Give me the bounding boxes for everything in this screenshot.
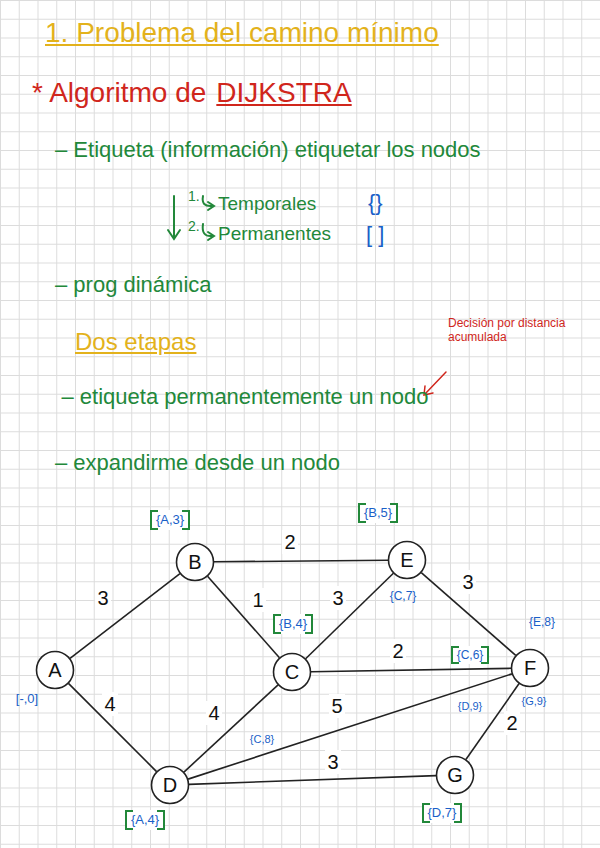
step-text: Permanentes (218, 223, 331, 246)
graph-edge (466, 684, 519, 760)
graph-node: D (150, 765, 190, 805)
edge-weight: 3 (325, 750, 340, 774)
graph-edge (70, 574, 180, 659)
node-letter: E (387, 540, 427, 580)
page-title: 1. Problema del camino mínimo (45, 16, 439, 50)
subheading: Dos etapas (75, 328, 196, 357)
graph-node: B (175, 542, 215, 582)
temporary-label: {G,9} (521, 695, 546, 708)
down-arrow (173, 196, 175, 238)
graph-node: C (272, 652, 312, 692)
graph-node: G (435, 755, 475, 795)
permanent-label: {C,6} (451, 646, 490, 664)
edge-weight: 4 (206, 701, 221, 725)
arrow-head (208, 202, 214, 210)
bracket-symbol: [ ] (366, 222, 384, 248)
graph-edge (184, 685, 278, 772)
graph-node: E (387, 540, 427, 580)
step-number: 1. (188, 188, 200, 205)
node-letter: B (175, 542, 215, 582)
graph-edge (306, 573, 394, 658)
temporary-label: {E,8} (529, 615, 555, 629)
edge-weight: 3 (95, 586, 110, 610)
heading-keyword: DIJKSTRA (216, 76, 351, 110)
note-line: – expandirme desde un nodo (55, 450, 340, 476)
node-letter: C (272, 652, 312, 692)
permanent-label: {B,4} (273, 614, 313, 634)
temporary-label: {C,8} (250, 733, 274, 746)
note-line: – prog dinámica (55, 272, 212, 298)
node-letter: D (150, 765, 190, 805)
edge-weight: 3 (330, 586, 345, 610)
note-line: – etiqueta permanentemente un nodo (55, 384, 435, 410)
graph-node: A (35, 650, 75, 690)
graph-edge (208, 576, 280, 657)
arrow-head (168, 230, 180, 239)
edge-weight: 3 (460, 570, 475, 594)
node-letter: G (435, 755, 475, 795)
graph-node: F (510, 648, 550, 688)
permanent-label: {A,4} (125, 810, 165, 830)
permanent-label: {D,7} (422, 803, 463, 823)
edge-weight: 4 (102, 692, 117, 716)
edge-weight: 2 (390, 639, 405, 663)
node-letter: F (510, 648, 550, 688)
step-number: 2. (188, 218, 200, 235)
edge-weight: 2 (504, 711, 519, 735)
edge-weight: 2 (282, 530, 297, 554)
edge-weight: 1 (250, 588, 265, 612)
graph-edge (68, 683, 156, 771)
start-label: [-,0] (16, 691, 38, 707)
note-line: – Etiqueta (información) etiquetar los n… (55, 137, 481, 163)
temporary-label: {D,9} (458, 700, 482, 713)
permanent-label: {B,5} (358, 503, 398, 523)
edge-weight: 5 (329, 694, 344, 718)
brace-symbol: {} (368, 190, 383, 216)
arrow-head (208, 232, 214, 240)
graph-edge (214, 560, 388, 562)
step-text: Temporales (218, 193, 316, 216)
graph-edge (189, 776, 436, 785)
margin-note: Decisión por distancia acumulada (448, 316, 588, 345)
node-letter: A (35, 650, 75, 690)
heading: * Algoritmo de (32, 76, 206, 110)
temporary-label: {C,7} (390, 589, 417, 603)
permanent-label: {A,3} (150, 510, 190, 530)
graph-edge (311, 668, 511, 671)
